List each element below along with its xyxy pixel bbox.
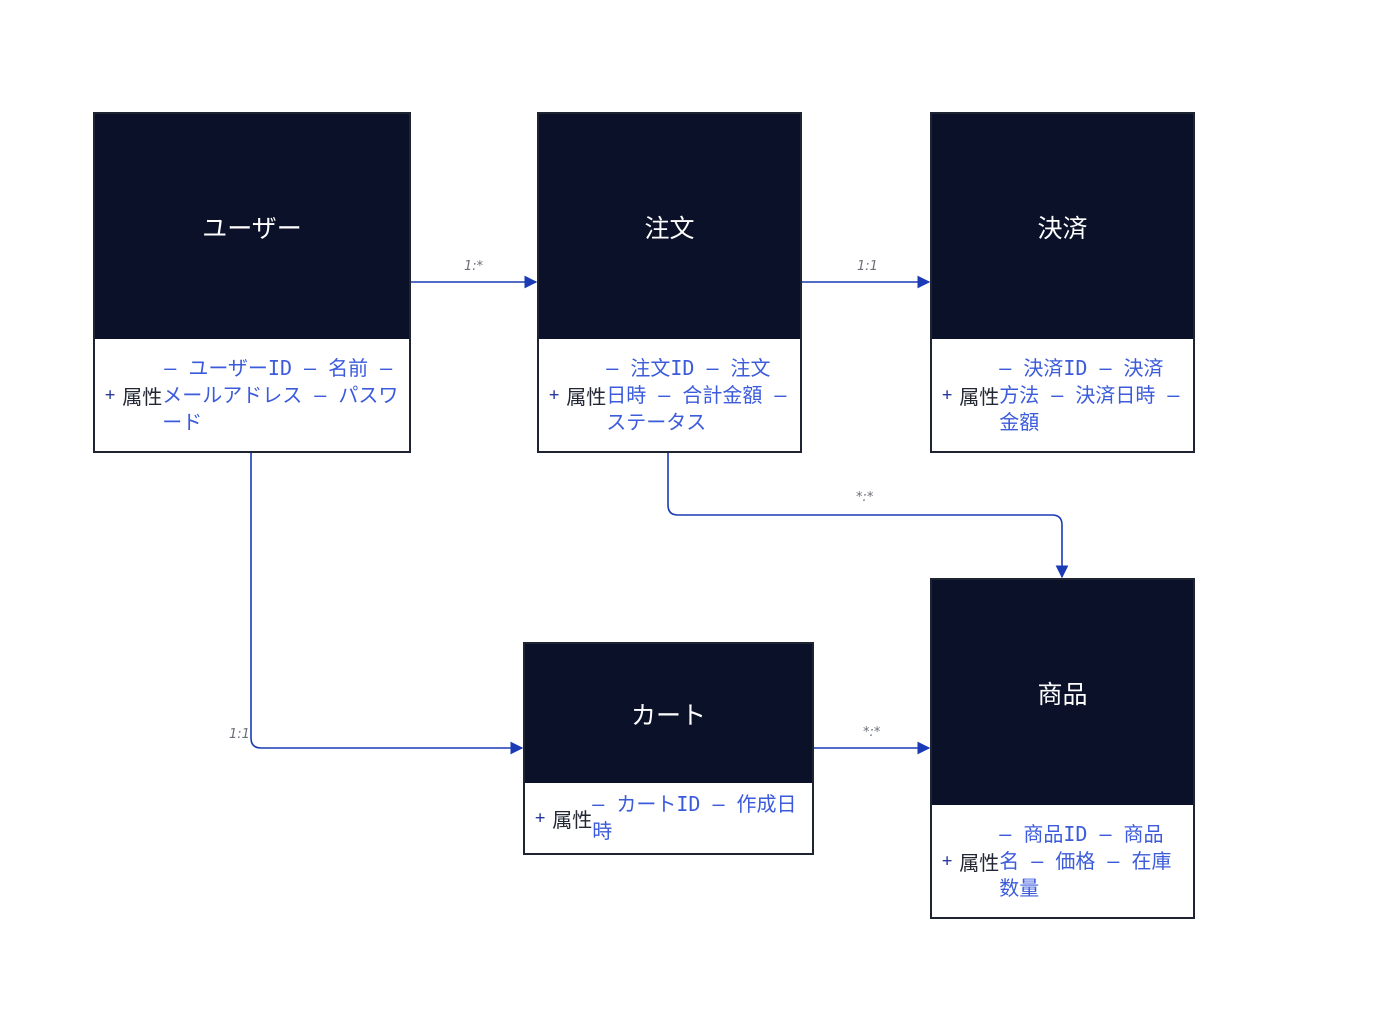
entity-product-header: 商品 — [932, 580, 1193, 805]
entity-product-attributes: + 属性 – 商品ID – 商品名 – 価格 – 在庫数量 — [932, 805, 1193, 917]
attribute-label: 属性 — [552, 807, 593, 832]
entity-payment-attributes: + 属性 – 決済ID – 決済方法 – 決済日時 – 金額 — [932, 339, 1193, 451]
entity-user-title: ユーザー — [202, 213, 302, 243]
edge-label-order-product: *:* — [856, 490, 874, 505]
attribute-values: – 商品ID – 商品名 – 価格 – 在庫数量 — [999, 821, 1172, 900]
attribute-prefix: + 属性 — [942, 847, 999, 876]
attribute-prefix: + 属性 — [942, 381, 999, 410]
entity-cart-title: カート — [630, 700, 706, 730]
entity-order-title: 注文 — [644, 213, 695, 243]
plus-icon: + — [549, 385, 560, 405]
edge-label-user-order: 1:* — [464, 259, 484, 274]
edge-label-cart-product: *:* — [863, 725, 881, 740]
plus-icon: + — [105, 385, 116, 405]
attribute-label: 属性 — [122, 384, 163, 409]
entity-payment-title: 決済 — [1037, 213, 1088, 243]
plus-icon: + — [942, 385, 953, 405]
entity-order-attributes: + 属性 – 注文ID – 注文日時 – 合計金額 – ステータス — [539, 339, 800, 451]
edge-label-order-payment: 1:1 — [857, 259, 878, 274]
entity-user-attributes: + 属性 – ユーザーID – 名前 – メールアドレス – パスワード — [95, 339, 409, 451]
entity-cart[interactable]: カート + 属性 – カートID – 作成日時 — [523, 642, 814, 855]
entity-user[interactable]: ユーザー + 属性 – ユーザーID – 名前 – メールアドレス – パスワー… — [93, 112, 411, 453]
edge-user-cart — [250, 453, 524, 755]
attribute-prefix: + 属性 — [535, 804, 592, 833]
attribute-values: – 決済ID – 決済方法 – 決済日時 – 金額 — [999, 355, 1180, 434]
attribute-values: – ユーザーID – 名前 – メールアドレス – パスワード — [162, 355, 399, 434]
entity-cart-header: カート — [525, 644, 812, 783]
attribute-label: 属性 — [959, 384, 1000, 409]
entity-order-header: 注文 — [539, 114, 800, 339]
entity-product[interactable]: 商品 + 属性 – 商品ID – 商品名 – 価格 – 在庫数量 — [930, 578, 1195, 919]
edge-label-user-cart: 1:1 — [229, 727, 250, 742]
attribute-label: 属性 — [959, 850, 1000, 875]
entity-order[interactable]: 注文 + 属性 – 注文ID – 注文日時 – 合計金額 – ステータス — [537, 112, 802, 453]
entity-product-title: 商品 — [1037, 679, 1088, 709]
attribute-prefix: + 属性 — [549, 381, 606, 410]
attribute-label: 属性 — [566, 384, 607, 409]
entity-payment-header: 決済 — [932, 114, 1193, 339]
plus-icon: + — [942, 851, 953, 871]
plus-icon: + — [535, 808, 546, 828]
entity-cart-attributes: + 属性 – カートID – 作成日時 — [525, 783, 812, 853]
attribute-values: – 注文ID – 注文日時 – 合計金額 – ステータス — [606, 355, 787, 434]
edge-order-product — [667, 453, 1069, 579]
attribute-values: – カートID – 作成日時 — [592, 792, 797, 843]
attribute-prefix: + 属性 — [105, 381, 162, 410]
entity-user-header: ユーザー — [95, 114, 409, 339]
entity-payment[interactable]: 決済 + 属性 – 決済ID – 決済方法 – 決済日時 – 金額 — [930, 112, 1195, 453]
